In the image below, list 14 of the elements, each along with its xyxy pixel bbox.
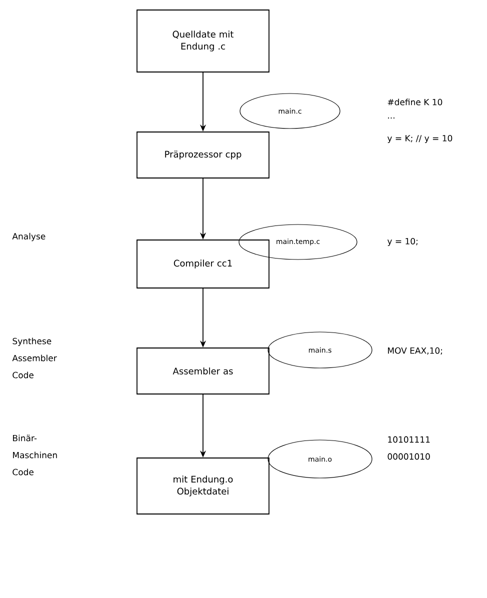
note-text: y = K; // y = 10	[387, 134, 452, 144]
note-text: Binär- Maschinen Code	[12, 434, 57, 476]
note-text: Synthese Assembler Code	[12, 338, 57, 378]
note-text: ...	[388, 117, 394, 119]
note-text: Analyse	[12, 232, 46, 242]
note-text: y = 10;	[387, 238, 418, 246]
note-text: 10101111 00001010	[388, 436, 430, 460]
note-text: #define K 10	[388, 98, 442, 106]
process-box: mit Endung.o Objektdatei	[136, 458, 270, 514]
note-text: MOV EAX,10;	[388, 347, 442, 355]
process-box: Assembler as	[136, 348, 270, 394]
process-box: Quelldate mit Endung .c	[136, 10, 270, 72]
process-box: Präprozessor cpp	[136, 132, 270, 178]
process-box: Compiler cc1	[136, 240, 270, 288]
